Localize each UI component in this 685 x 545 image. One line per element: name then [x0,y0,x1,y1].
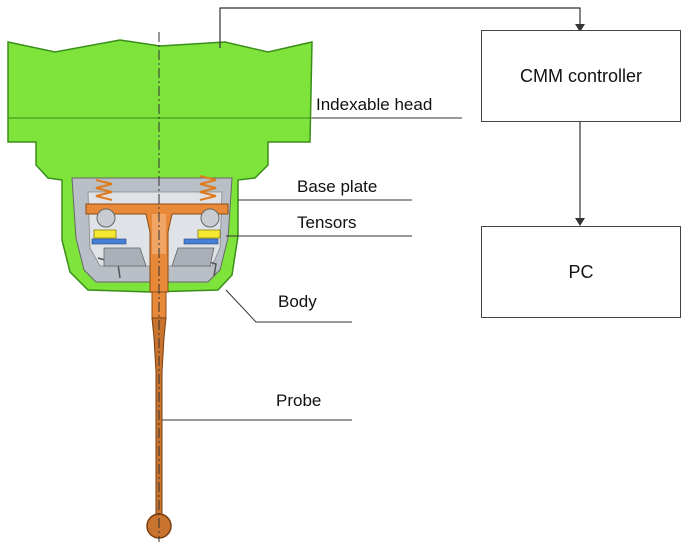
connector-head-to-controller [219,7,581,48]
tensor-yellow-right [197,229,221,239]
leader-body [225,289,352,323]
arrow-head-pc [575,218,585,226]
label-indexable-head: Indexable head [316,95,433,114]
spring-left [95,179,113,201]
tensor-ball-right [200,208,220,228]
tensor-blue-right [183,238,219,245]
tensor-blue-left [91,238,127,245]
housing-blocks [103,247,215,267]
cmm-controller-box: CMM controller [481,30,681,122]
pc-label: PC [568,261,594,282]
label-tensors: Tensors [297,213,357,232]
label-body: Body [278,292,317,311]
cmm-controller-label: CMM controller [519,65,643,86]
tensor-yellow-left [93,229,117,239]
label-probe: Probe [276,391,322,410]
spring-right [199,175,217,201]
arrow-head-controller [575,24,585,32]
label-base-plate: Base plate [297,177,378,196]
pc-box: PC [481,226,681,318]
tensor-ball-left [96,208,116,228]
